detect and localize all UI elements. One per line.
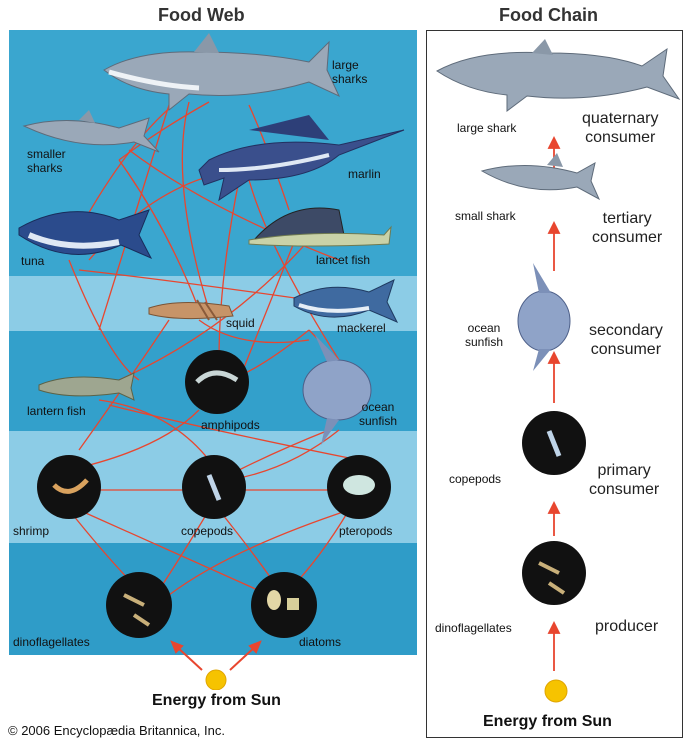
water-deep-band: [9, 543, 417, 655]
label-lantern-fish: lantern fish: [27, 404, 86, 418]
label-marlin: marlin: [348, 167, 381, 181]
copyright-text: © 2006 Encyclopædia Britannica, Inc.: [8, 723, 225, 738]
chain-arrows: [547, 135, 561, 671]
web-sun-icon: [205, 669, 227, 690]
marlin-icon: [198, 115, 405, 202]
food-chain-diagram: [436, 39, 681, 703]
dinoflagellates-icon: [106, 572, 172, 638]
large-shark-icon: [103, 33, 341, 112]
smaller-sharks-icon: [22, 110, 160, 153]
food-chain-panel: large shark small shark ocean sunfish co…: [426, 30, 683, 738]
chain-label-ocean-sunfish: ocean sunfish: [465, 321, 504, 349]
chain-energy-label: Energy from Sun: [483, 713, 612, 730]
chain-label-small-shark: small shark: [455, 209, 516, 223]
label-lancet-fish: lancet fish: [316, 253, 371, 267]
chain-label-copepods: copepods: [449, 472, 502, 486]
role-producer: producer: [595, 618, 659, 635]
label-shrimp: shrimp: [13, 524, 50, 538]
squid-icon: [148, 299, 234, 321]
chain-large-shark-icon: [436, 39, 681, 112]
role-secondary-consumer: secondary consumer: [589, 322, 663, 358]
label-pteropods: pteropods: [339, 524, 393, 538]
shrimp-icon: [37, 455, 101, 519]
label-tuna: tuna: [21, 254, 45, 268]
amphipods-icon: [185, 350, 249, 414]
chain-label-large-shark: large shark: [457, 121, 517, 135]
role-quaternary-consumer: quaternary consumer: [582, 110, 659, 146]
food-web-panel: large sharks smaller sharks marlin tuna …: [9, 30, 417, 655]
chain-ocean-sunfish-icon: [517, 263, 571, 371]
diatoms-icon: [251, 572, 317, 638]
lantern-fish-icon: [38, 372, 135, 401]
chain-copepods-icon: [522, 411, 586, 475]
web-energy-label: Energy from Sun: [152, 692, 281, 709]
copepods-icon: [182, 455, 246, 519]
mackerel-icon: [293, 279, 399, 323]
chain-dinoflagellates-icon: [522, 541, 586, 605]
ocean-sunfish-icon: [302, 335, 372, 445]
pteropods-icon: [327, 455, 391, 519]
label-squid: squid: [226, 316, 255, 330]
chain-small-shark-icon: [480, 153, 601, 201]
label-copepods: copepods: [181, 524, 234, 538]
lancet-fish-icon: [248, 207, 392, 247]
chain-sun-icon: [544, 679, 568, 703]
tuna-icon: [18, 209, 153, 260]
label-diatoms: diatoms: [299, 635, 342, 649]
food-chain-title: Food Chain: [499, 5, 598, 25]
label-ocean-sunfish: ocean sunfish: [359, 400, 398, 428]
role-primary-consumer: primary consumer: [589, 462, 660, 498]
chain-label-dinoflagellates: dinoflagellates: [435, 621, 512, 635]
label-mackerel: mackerel: [337, 321, 386, 335]
label-smaller-sharks: smaller sharks: [27, 147, 66, 175]
web-sun-arrows: [170, 640, 262, 690]
role-tertiary-consumer: tertiary consumer: [592, 210, 663, 246]
label-large-sharks: large sharks: [332, 58, 368, 86]
label-dinoflagellates: dinoflagellates: [13, 635, 90, 649]
food-web-diagram: [9, 30, 417, 655]
food-web-title: Food Web: [158, 5, 245, 25]
label-amphipods: amphipods: [201, 418, 260, 432]
